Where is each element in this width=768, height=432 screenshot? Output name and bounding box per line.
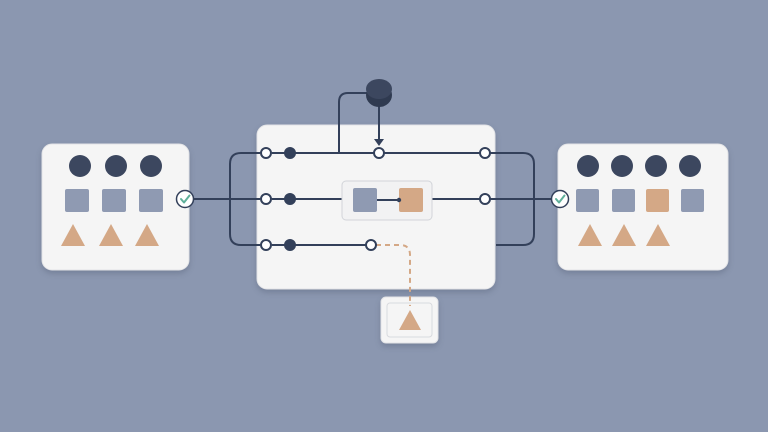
left-square-1 — [65, 189, 89, 212]
right-square-4 — [681, 189, 704, 212]
input-port-1 — [260, 147, 272, 159]
channel-3-end-port — [365, 239, 377, 251]
right-circle-2 — [611, 155, 633, 177]
fanout-top — [229, 152, 260, 199]
right-square-2 — [612, 189, 635, 212]
left-row-circles — [69, 155, 162, 177]
left-check-icon — [175, 189, 195, 209]
left-triangle-1 — [61, 224, 85, 246]
top-input-node — [366, 79, 392, 99]
output-connectors — [490, 152, 560, 246]
left-panel — [41, 143, 190, 271]
channel-2-dot — [284, 193, 296, 205]
right-square-3-tan — [646, 189, 669, 212]
dashed-output-path — [376, 244, 411, 306]
right-triangle-1 — [578, 224, 602, 246]
input-port-2 — [260, 193, 272, 205]
right-panel — [557, 143, 729, 271]
channel-1-dot — [284, 147, 296, 159]
right-triangle-3 — [646, 224, 670, 246]
output-triangle — [399, 310, 421, 330]
channel-3-dot — [284, 239, 296, 251]
right-square-1 — [576, 189, 599, 212]
top-input-port — [373, 147, 385, 159]
right-row-squares — [576, 189, 704, 212]
transform-output-square — [399, 188, 423, 212]
arrow-down-icon — [374, 139, 384, 146]
right-row-circles — [577, 155, 701, 177]
transform-node — [341, 180, 433, 221]
left-circle-2 — [105, 155, 127, 177]
right-circle-1 — [577, 155, 599, 177]
right-check-icon — [550, 189, 570, 209]
right-row-triangles — [578, 224, 670, 246]
output-port-1 — [479, 147, 491, 159]
left-square-2 — [102, 189, 126, 212]
transform-input-square — [353, 188, 377, 212]
merge-top — [490, 152, 535, 199]
input-port-3 — [260, 239, 272, 251]
left-square-3 — [139, 189, 163, 212]
top-input — [338, 79, 392, 153]
right-circle-4 — [679, 155, 701, 177]
output-box — [380, 296, 439, 344]
left-circle-1 — [69, 155, 91, 177]
ports — [260, 147, 491, 251]
top-input-loop — [338, 92, 367, 153]
right-circle-3 — [645, 155, 667, 177]
input-connectors — [194, 152, 260, 246]
left-row-triangles — [61, 224, 159, 246]
fanout-bottom — [229, 199, 260, 246]
left-circle-3 — [140, 155, 162, 177]
left-row-squares — [65, 189, 163, 212]
left-triangle-3 — [135, 224, 159, 246]
right-triangle-2 — [612, 224, 636, 246]
left-triangle-2 — [99, 224, 123, 246]
output-port-2 — [479, 193, 491, 205]
center-to-right-merge-bottom — [496, 199, 535, 246]
